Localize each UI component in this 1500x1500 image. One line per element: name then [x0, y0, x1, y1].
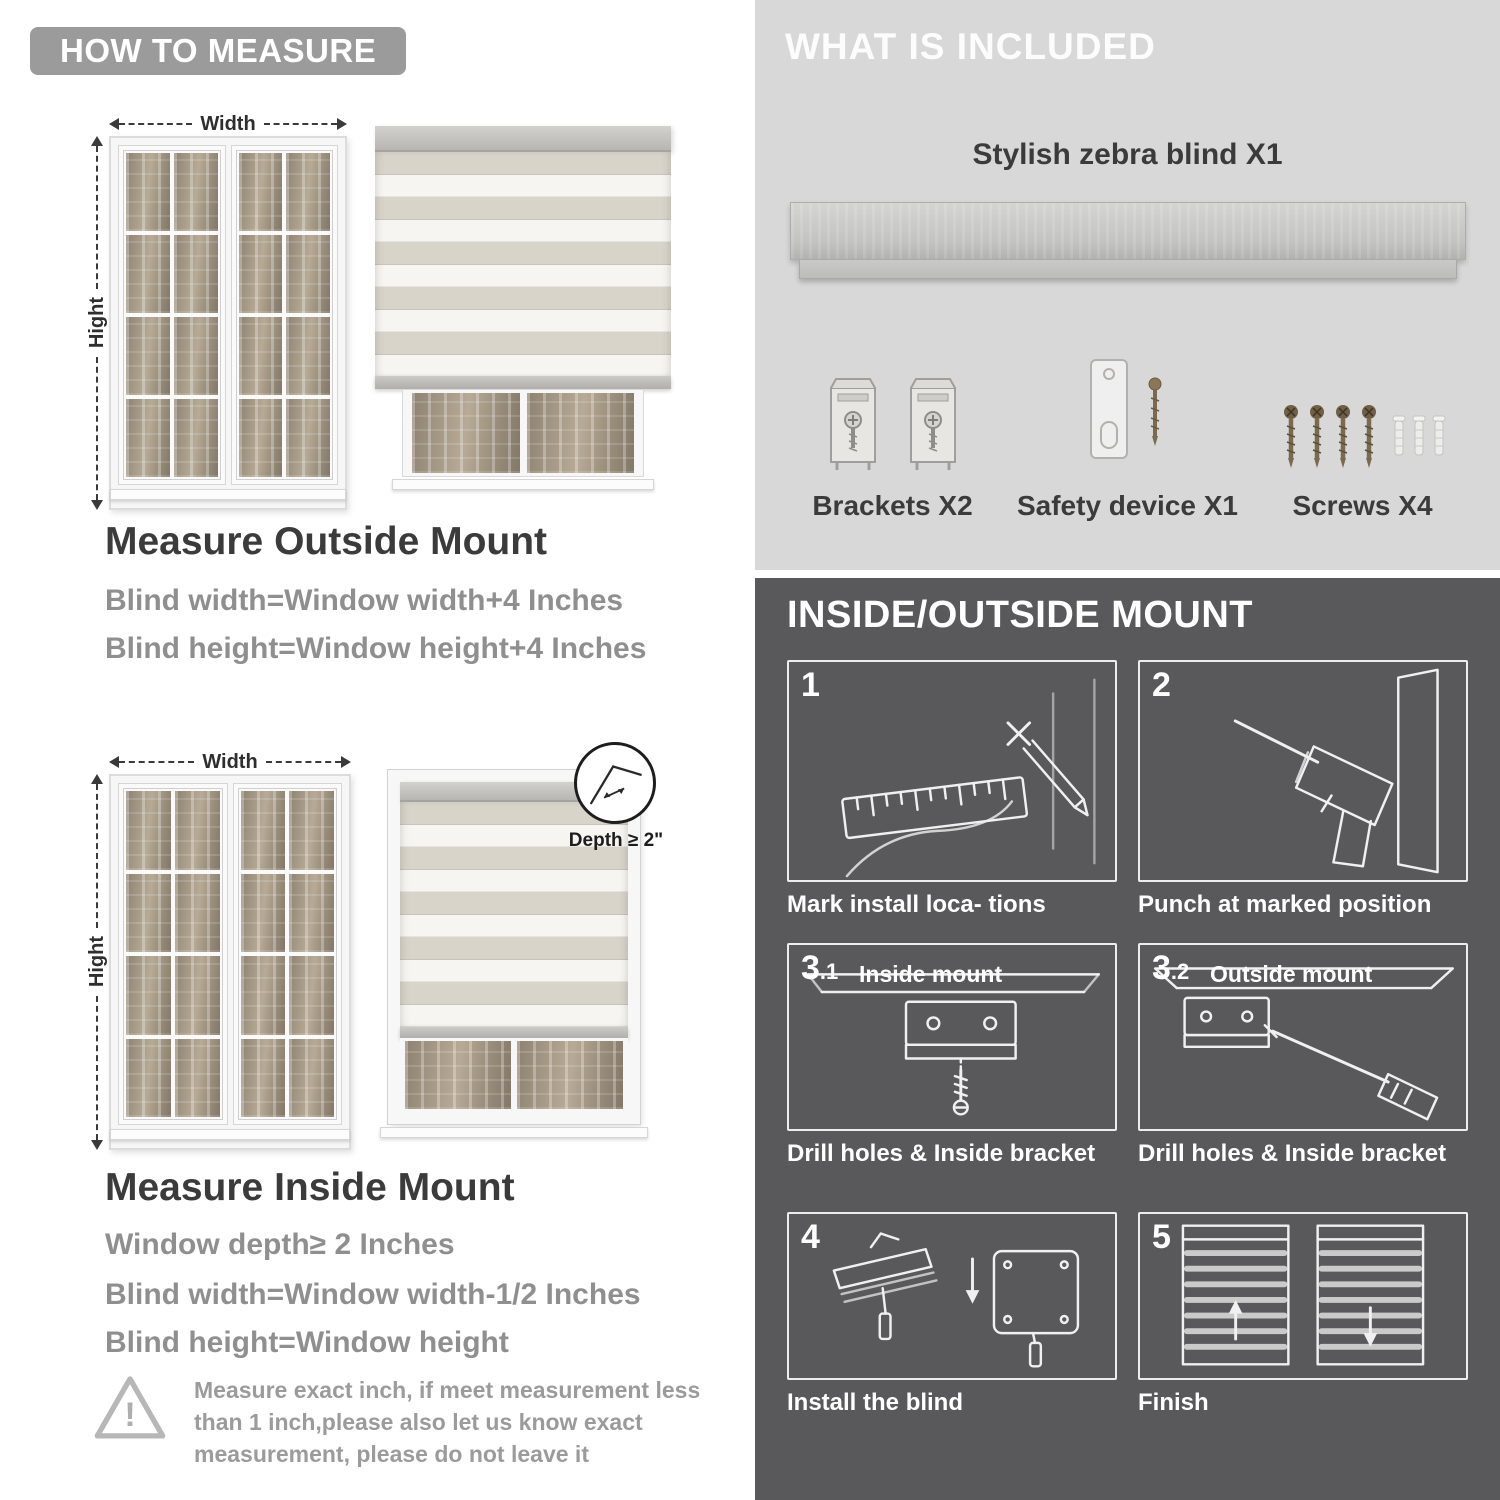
what-is-included-title: WHAT IS INCLUDED: [785, 26, 1156, 67]
window-glass: [119, 784, 341, 1124]
depth-corner-art: [590, 765, 642, 805]
step-number: 5: [1152, 1218, 1171, 1256]
step-5-caption: Finish: [1138, 1389, 1209, 1416]
depth-label: Depth ≥ 2": [568, 830, 664, 851]
blind-stripes: [375, 152, 671, 376]
window-below-blind: [402, 389, 644, 477]
window-frame: [109, 774, 351, 1150]
step-1-illustration: [841, 678, 1096, 878]
warning-exclamation: !: [124, 1396, 136, 1434]
step-4-caption: Install the blind: [787, 1389, 964, 1416]
blind-bottom-rail: [375, 376, 671, 389]
height-arrow: Hight: [85, 774, 109, 1150]
outside-rule-width: Blind width=Window width+4 Inches: [105, 584, 624, 617]
inside-rule-height: Blind height=Window height: [105, 1326, 509, 1359]
depth-magnifier-icon: [574, 742, 656, 824]
how-to-measure-badge: HOW TO MEASURE: [30, 27, 407, 75]
step-2-illustration: [1233, 668, 1439, 874]
step-4-panel: 4: [787, 1212, 1117, 1380]
what-is-included-panel: WHAT IS INCLUDED Stylish zebra blind X1: [755, 0, 1500, 570]
inside-mount-figures: Width Hight: [85, 732, 705, 1160]
step-2: 2 Punch at marked position: [1138, 660, 1468, 919]
warning-icon: !: [92, 1372, 168, 1442]
blind-stripes: [400, 802, 628, 1027]
safety-device-label: Safety device X1: [1016, 490, 1239, 521]
window-sill: [392, 479, 654, 490]
window-frame: [109, 136, 347, 510]
included-items: Brackets X2 Safety device X1: [775, 330, 1480, 522]
step-3-1-caption: Drill holes & Inside bracket: [787, 1140, 1096, 1167]
step-4: 4: [787, 1212, 1117, 1417]
inside-rule-depth: Window depth≥ 2 Inches: [105, 1228, 455, 1261]
step-5: 5: [1138, 1212, 1468, 1417]
step-3-2-label: Outside mount: [1210, 961, 1373, 987]
window-illustration-inside: Width Hight: [85, 750, 352, 1150]
blind-headrail: [375, 126, 671, 152]
step-number: 3.2: [1152, 949, 1190, 987]
step-3-2-illustration: [1153, 967, 1454, 1121]
blind-headrail: [400, 782, 628, 802]
warning-text: Measure exact inch, if meet measurement …: [194, 1377, 701, 1468]
screws-icon: [1283, 405, 1445, 468]
outside-rule-height: Blind height=Window height+4 Inches: [105, 632, 647, 665]
window-illustration-outside: Width Hight: [85, 112, 348, 510]
width-label: Width: [200, 112, 256, 135]
inside-mount-heading: Measure Inside Mount: [105, 1166, 515, 1209]
step-2-caption: Punch at marked position: [1138, 891, 1432, 918]
step-4-illustration: [832, 1232, 1080, 1368]
product-title: Stylish zebra blind X1: [972, 138, 1283, 171]
step-3-1-label: Inside mount: [859, 961, 1003, 987]
step-number: 4: [801, 1218, 820, 1256]
step-3-2-caption: Drill holes & Inside bracket: [1138, 1140, 1447, 1167]
measurement-warning: ! Measure exact inch, if meet measuremen…: [92, 1372, 740, 1471]
step-3-1-illustration: [806, 973, 1101, 1116]
inside-rule-width: Blind width=Window width-1/2 Inches: [105, 1278, 641, 1311]
step-number: 1: [801, 666, 820, 704]
blind-bottom-rail: [400, 1027, 628, 1038]
screws-label: Screws X4: [1292, 490, 1433, 521]
step-1-caption: Mark install loca- tions: [787, 891, 1046, 918]
window-glass: [119, 146, 337, 484]
headrail-lip: [799, 260, 1457, 279]
included-item-brackets: Brackets X2: [775, 330, 1010, 522]
step-3-1: 3.1 Inside mount: [787, 943, 1117, 1168]
window-frame-around-blind: [387, 769, 641, 1125]
included-item-screws: Screws X4: [1245, 330, 1480, 522]
height-arrow: Hight: [85, 136, 109, 510]
window-sill: [110, 1129, 350, 1140]
step-1-panel: 1: [787, 660, 1117, 882]
window-below-blind: [400, 1038, 628, 1112]
step-3-2: 3.2 Outside mount: [1138, 943, 1468, 1168]
zebra-blind-headrail-icon: [790, 202, 1466, 279]
window-sill: [110, 489, 346, 500]
height-label: Hight: [85, 297, 108, 349]
mount-instructions-panel: INSIDE/OUTSIDE MOUNT 1: [755, 578, 1500, 1500]
width-label: Width: [202, 750, 258, 773]
step-1: 1: [787, 660, 1117, 919]
step-number: 3.1: [801, 949, 839, 987]
step-3-2-panel: 3.2 Outside mount: [1138, 943, 1468, 1131]
depth-callout: Depth ≥ 2": [556, 742, 676, 852]
window-sill: [380, 1127, 648, 1138]
mount-steps-grid: 1: [787, 660, 1468, 1417]
included-item-safety-device: Safety device X1: [1010, 330, 1245, 522]
zebra-blind-illustration-outside: [375, 126, 671, 510]
step-2-panel: 2: [1138, 660, 1468, 882]
outside-mount-heading: Measure Outside Mount: [105, 520, 548, 563]
brackets-label: Brackets X2: [812, 490, 973, 521]
height-label: Hight: [85, 936, 108, 988]
step-3-1-panel: 3.1 Inside mount: [787, 943, 1117, 1131]
step-5-panel: 5: [1138, 1212, 1468, 1380]
outside-mount-figures: Width Hight: [85, 104, 685, 516]
step-number: 2: [1152, 666, 1171, 704]
brackets-icon: [821, 372, 965, 476]
safety-device-icon: [1089, 359, 1161, 459]
zebra-blind-illustration-inside: Depth ≥ 2": [380, 742, 663, 1142]
mount-heading: INSIDE/OUTSIDE MOUNT: [787, 594, 1254, 636]
headrail-bar: [790, 202, 1466, 260]
width-arrow: Width: [109, 750, 352, 774]
step-5-illustration: [1181, 1224, 1425, 1366]
width-arrow: Width: [109, 112, 348, 136]
